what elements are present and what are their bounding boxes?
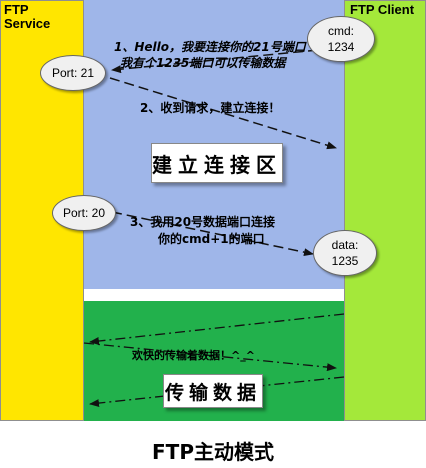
- arrow-transfer-1: [89, 313, 345, 345]
- client-data-label: data:: [331, 238, 359, 252]
- step1-text-line1: 1、Hello，我要连接你的21号端口: [114, 40, 306, 54]
- service-title: FTP Service: [4, 3, 50, 31]
- step2-text: 2、收到请求，建立连接！: [140, 101, 281, 115]
- client-data-value: 1235: [331, 254, 359, 268]
- client-cmd-value: 1234: [327, 40, 355, 54]
- server-port20-node: Port: 20: [52, 195, 116, 231]
- arrow-step1: [111, 49, 319, 74]
- arrow-step2: [109, 77, 337, 150]
- transfer-text: 欢快的传输着数据！^_^: [132, 349, 255, 362]
- service-title-line1: FTP: [4, 2, 29, 17]
- transfer-zone-label: 传输数据: [163, 374, 263, 408]
- zone-divider: [84, 289, 344, 301]
- connect-zone-label: 建立连接区: [151, 143, 283, 183]
- client-cmd-label: cmd:: [327, 24, 354, 38]
- client-data-port-node: data: 1235: [313, 230, 377, 276]
- server-port20-label: Port: 20: [62, 206, 106, 220]
- ftp-client-column: [344, 0, 426, 421]
- server-port21-label: Port: 21: [51, 66, 95, 80]
- step3-text-line2: 你的cmd+1的端口: [158, 232, 265, 246]
- server-port21-node: Port: 21: [40, 55, 106, 91]
- client-title: FTP Client: [350, 2, 415, 17]
- step3-text-line1: 3、我用20号数据端口连接: [130, 215, 276, 229]
- service-title-line2: Service: [4, 16, 51, 31]
- client-cmd-port-node: cmd: 1234: [307, 16, 375, 62]
- arrow-step3: [111, 211, 314, 257]
- arrow-transfer-2: [83, 342, 337, 372]
- diagram-caption: FTP主动模式: [152, 440, 274, 464]
- step1-text-line2: 我有个1235端口可以传输数据: [120, 56, 286, 70]
